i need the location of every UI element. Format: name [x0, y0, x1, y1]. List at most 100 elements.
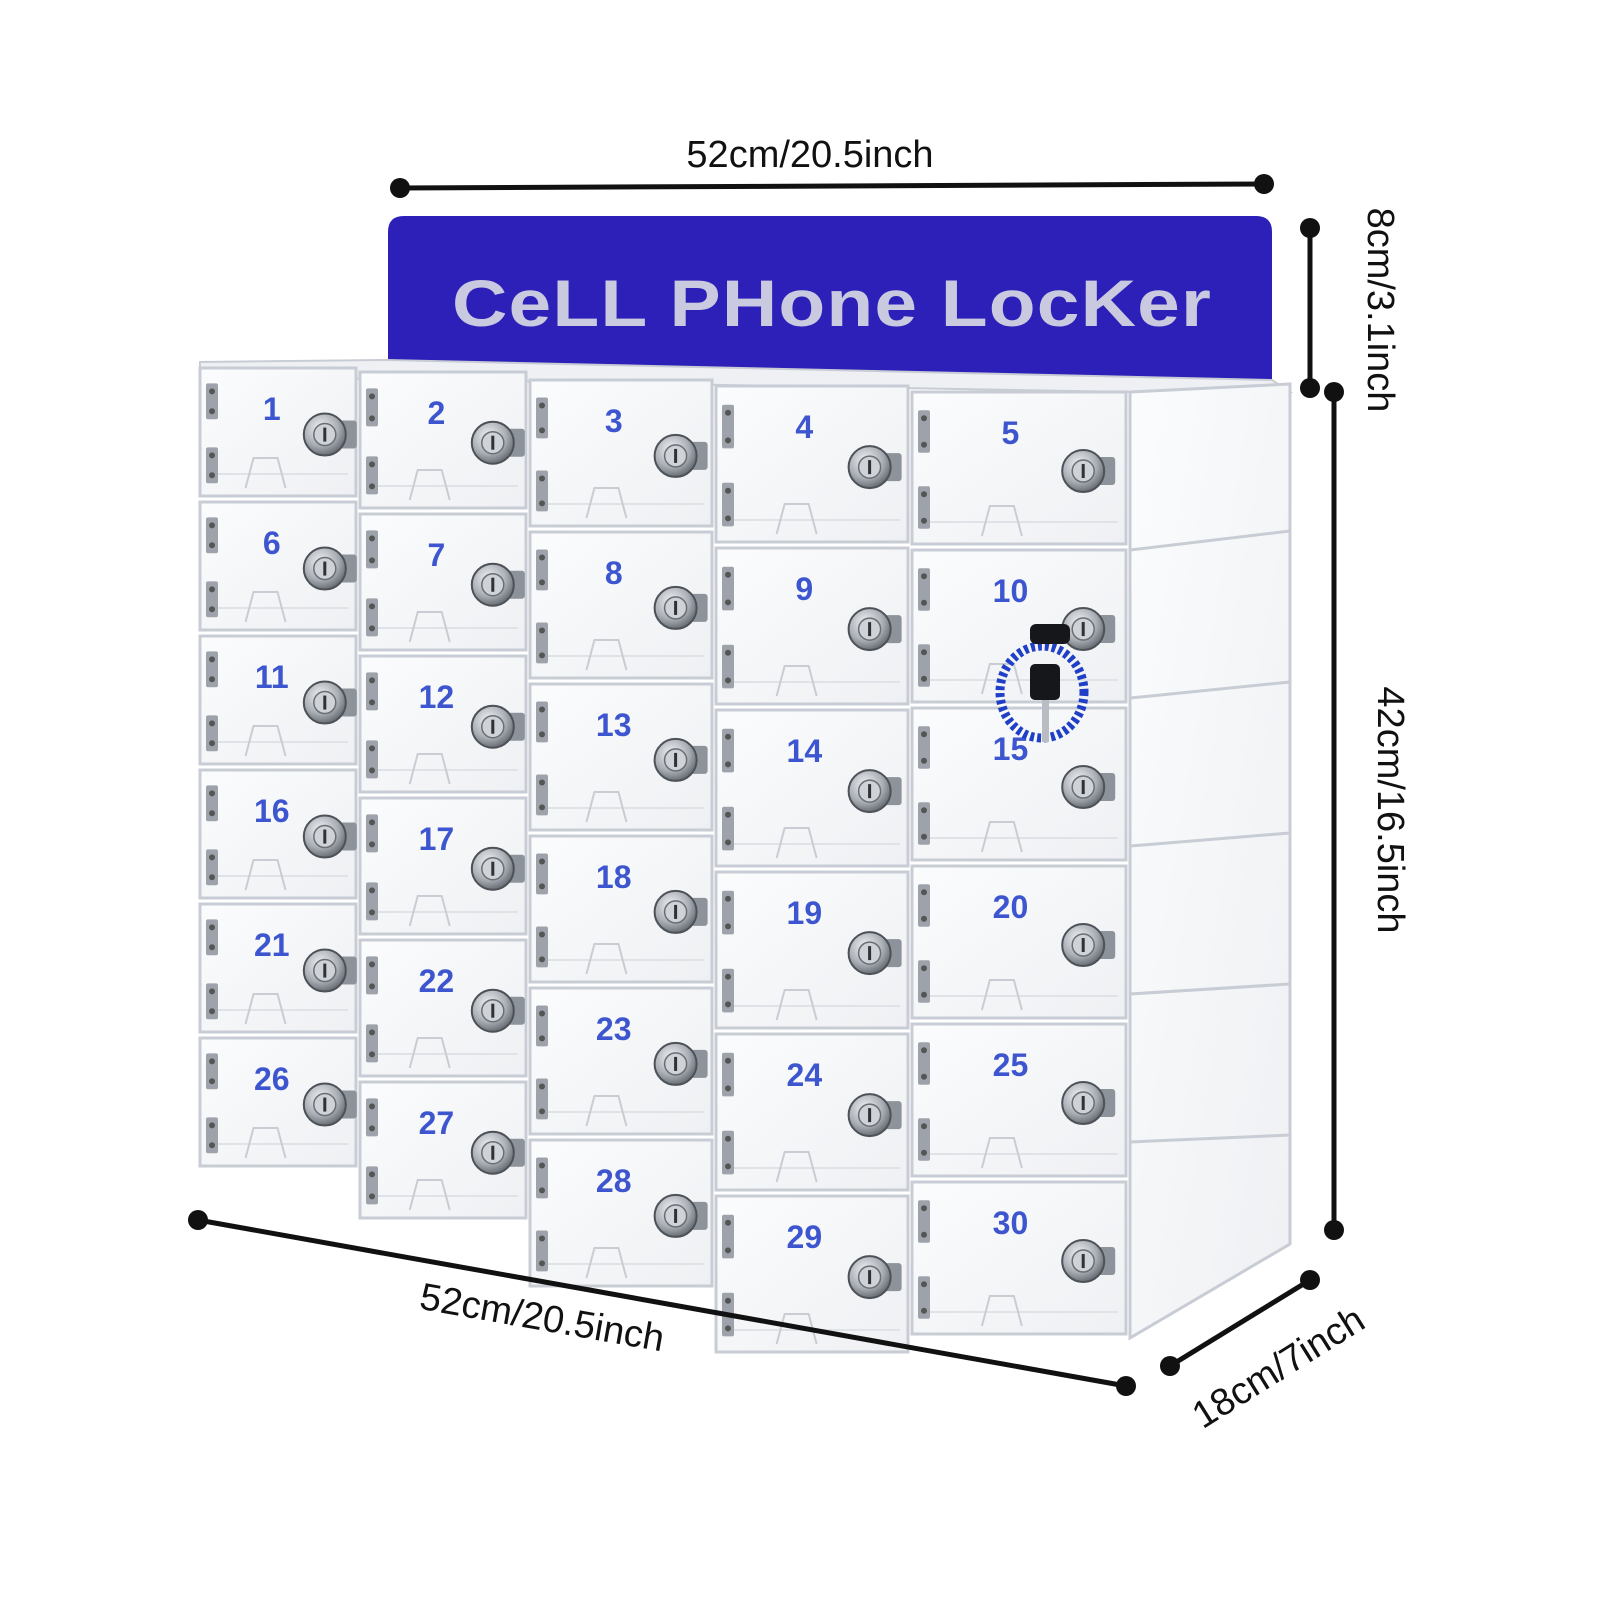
cam-lock-icon[interactable] [1061, 1081, 1116, 1126]
locker-4[interactable]: 4 [714, 384, 910, 544]
cam-lock-icon[interactable] [302, 948, 357, 993]
hinge-icon [206, 983, 218, 1020]
locker-11[interactable]: 11 [198, 634, 358, 766]
locker-number: 28 [596, 1163, 632, 1199]
hinge-icon [206, 581, 218, 618]
key-icon [1030, 624, 1070, 742]
locker-1[interactable]: 1 [198, 366, 358, 498]
dimension-cabinet-height-label: 42cm/16.5inch [1369, 686, 1411, 933]
locker-16[interactable]: 16 [198, 768, 358, 900]
locker-29[interactable]: 29 [714, 1194, 910, 1354]
cam-lock-icon[interactable] [470, 846, 525, 891]
hinge-icon [722, 890, 734, 935]
cam-lock-icon[interactable] [847, 1255, 902, 1300]
finger-notch [244, 1127, 287, 1159]
finger-notch [408, 469, 451, 501]
cam-lock-icon[interactable] [847, 607, 902, 652]
hinge-icon [722, 806, 734, 851]
cam-lock-icon[interactable] [302, 412, 357, 457]
hinge-icon [366, 956, 378, 995]
cam-lock-icon[interactable] [302, 814, 357, 859]
locker-21[interactable]: 21 [198, 902, 358, 1034]
hinge-icon [722, 968, 734, 1013]
locker-27[interactable]: 27 [358, 1080, 528, 1220]
cam-lock-icon[interactable] [847, 1093, 902, 1138]
finger-notch [244, 457, 287, 489]
cam-lock-icon[interactable] [847, 769, 902, 814]
hinge-icon [366, 598, 378, 637]
locker-18[interactable]: 18 [528, 834, 714, 984]
locker-13[interactable]: 13 [528, 682, 714, 832]
hinge-icon [918, 486, 930, 529]
locker-19[interactable]: 19 [714, 870, 910, 1030]
cam-lock-icon[interactable] [847, 931, 902, 976]
cam-lock-icon[interactable] [470, 704, 525, 749]
hinge-icon [536, 926, 548, 968]
locker-5[interactable]: 5 [910, 390, 1128, 546]
locker-17[interactable]: 17 [358, 796, 528, 936]
hinge-icon [206, 383, 218, 420]
locker-2[interactable]: 2 [358, 370, 528, 510]
cam-lock-icon[interactable] [1061, 765, 1116, 810]
finger-notch [408, 753, 451, 785]
finger-notch [980, 505, 1023, 537]
finger-notch [585, 1247, 628, 1279]
cam-lock-icon[interactable] [653, 585, 708, 630]
cam-lock-icon[interactable] [470, 1130, 525, 1175]
cam-lock-icon[interactable] [470, 988, 525, 1033]
locker-26[interactable]: 26 [198, 1036, 358, 1168]
finger-notch [408, 1179, 451, 1211]
cam-lock-icon[interactable] [1061, 449, 1116, 494]
hinge-icon [722, 1214, 734, 1259]
cam-lock-icon[interactable] [653, 433, 708, 478]
locker-24[interactable]: 24 [714, 1032, 910, 1192]
hinge-icon [366, 740, 378, 779]
cam-lock-icon[interactable] [1061, 607, 1116, 652]
coil-keyring-icon [995, 641, 1089, 743]
hinge-icon [536, 1078, 548, 1120]
finger-notch [775, 503, 818, 535]
dimension-bottom-width-label: 52cm/20.5inch [417, 1276, 668, 1360]
locker-3[interactable]: 3 [528, 378, 714, 528]
cam-lock-icon[interactable] [470, 420, 525, 465]
locker-28[interactable]: 28 [528, 1138, 714, 1288]
hinge-icon [722, 482, 734, 527]
cam-lock-icon[interactable] [653, 889, 708, 934]
locker-7[interactable]: 7 [358, 512, 528, 652]
side-shelf-line [1129, 982, 1291, 996]
locker-25[interactable]: 25 [910, 1022, 1128, 1178]
cam-lock-icon[interactable] [302, 546, 357, 591]
locker-9[interactable]: 9 [714, 546, 910, 706]
cam-lock-icon[interactable] [302, 1082, 357, 1127]
locker-20[interactable]: 20 [910, 864, 1128, 1020]
hinge-icon [366, 530, 378, 569]
hinge-icon [366, 456, 378, 495]
cam-lock-icon[interactable] [653, 1041, 708, 1086]
locker-22[interactable]: 22 [358, 938, 528, 1078]
locker-30[interactable]: 30 [910, 1180, 1128, 1336]
cam-lock-icon[interactable] [653, 1193, 708, 1238]
locker-number: 8 [605, 555, 623, 591]
cam-lock-icon[interactable] [302, 680, 357, 725]
hinge-icon [722, 1130, 734, 1175]
locker-23[interactable]: 23 [528, 986, 714, 1136]
dimension-sign-height: 8cm/3.1inch [1300, 208, 1401, 412]
locker-10[interactable]: 10 [910, 548, 1128, 704]
cam-lock-icon[interactable] [470, 562, 525, 607]
finger-notch [775, 665, 818, 697]
cam-lock-icon[interactable] [847, 445, 902, 490]
cam-lock-icon[interactable] [1061, 923, 1116, 968]
hinge-icon [918, 568, 930, 611]
side-shelf-lines [1129, 529, 1291, 1144]
locker-number: 23 [596, 1011, 632, 1047]
cam-lock-icon[interactable] [1061, 1239, 1116, 1284]
hinge-icon [206, 785, 218, 822]
locker-8[interactable]: 8 [528, 530, 714, 680]
hinge-icon [206, 447, 218, 484]
cam-lock-icon[interactable] [653, 737, 708, 782]
locker-12[interactable]: 12 [358, 654, 528, 794]
locker-6[interactable]: 6 [198, 500, 358, 632]
finger-notch [585, 943, 628, 975]
locker-14[interactable]: 14 [714, 708, 910, 868]
